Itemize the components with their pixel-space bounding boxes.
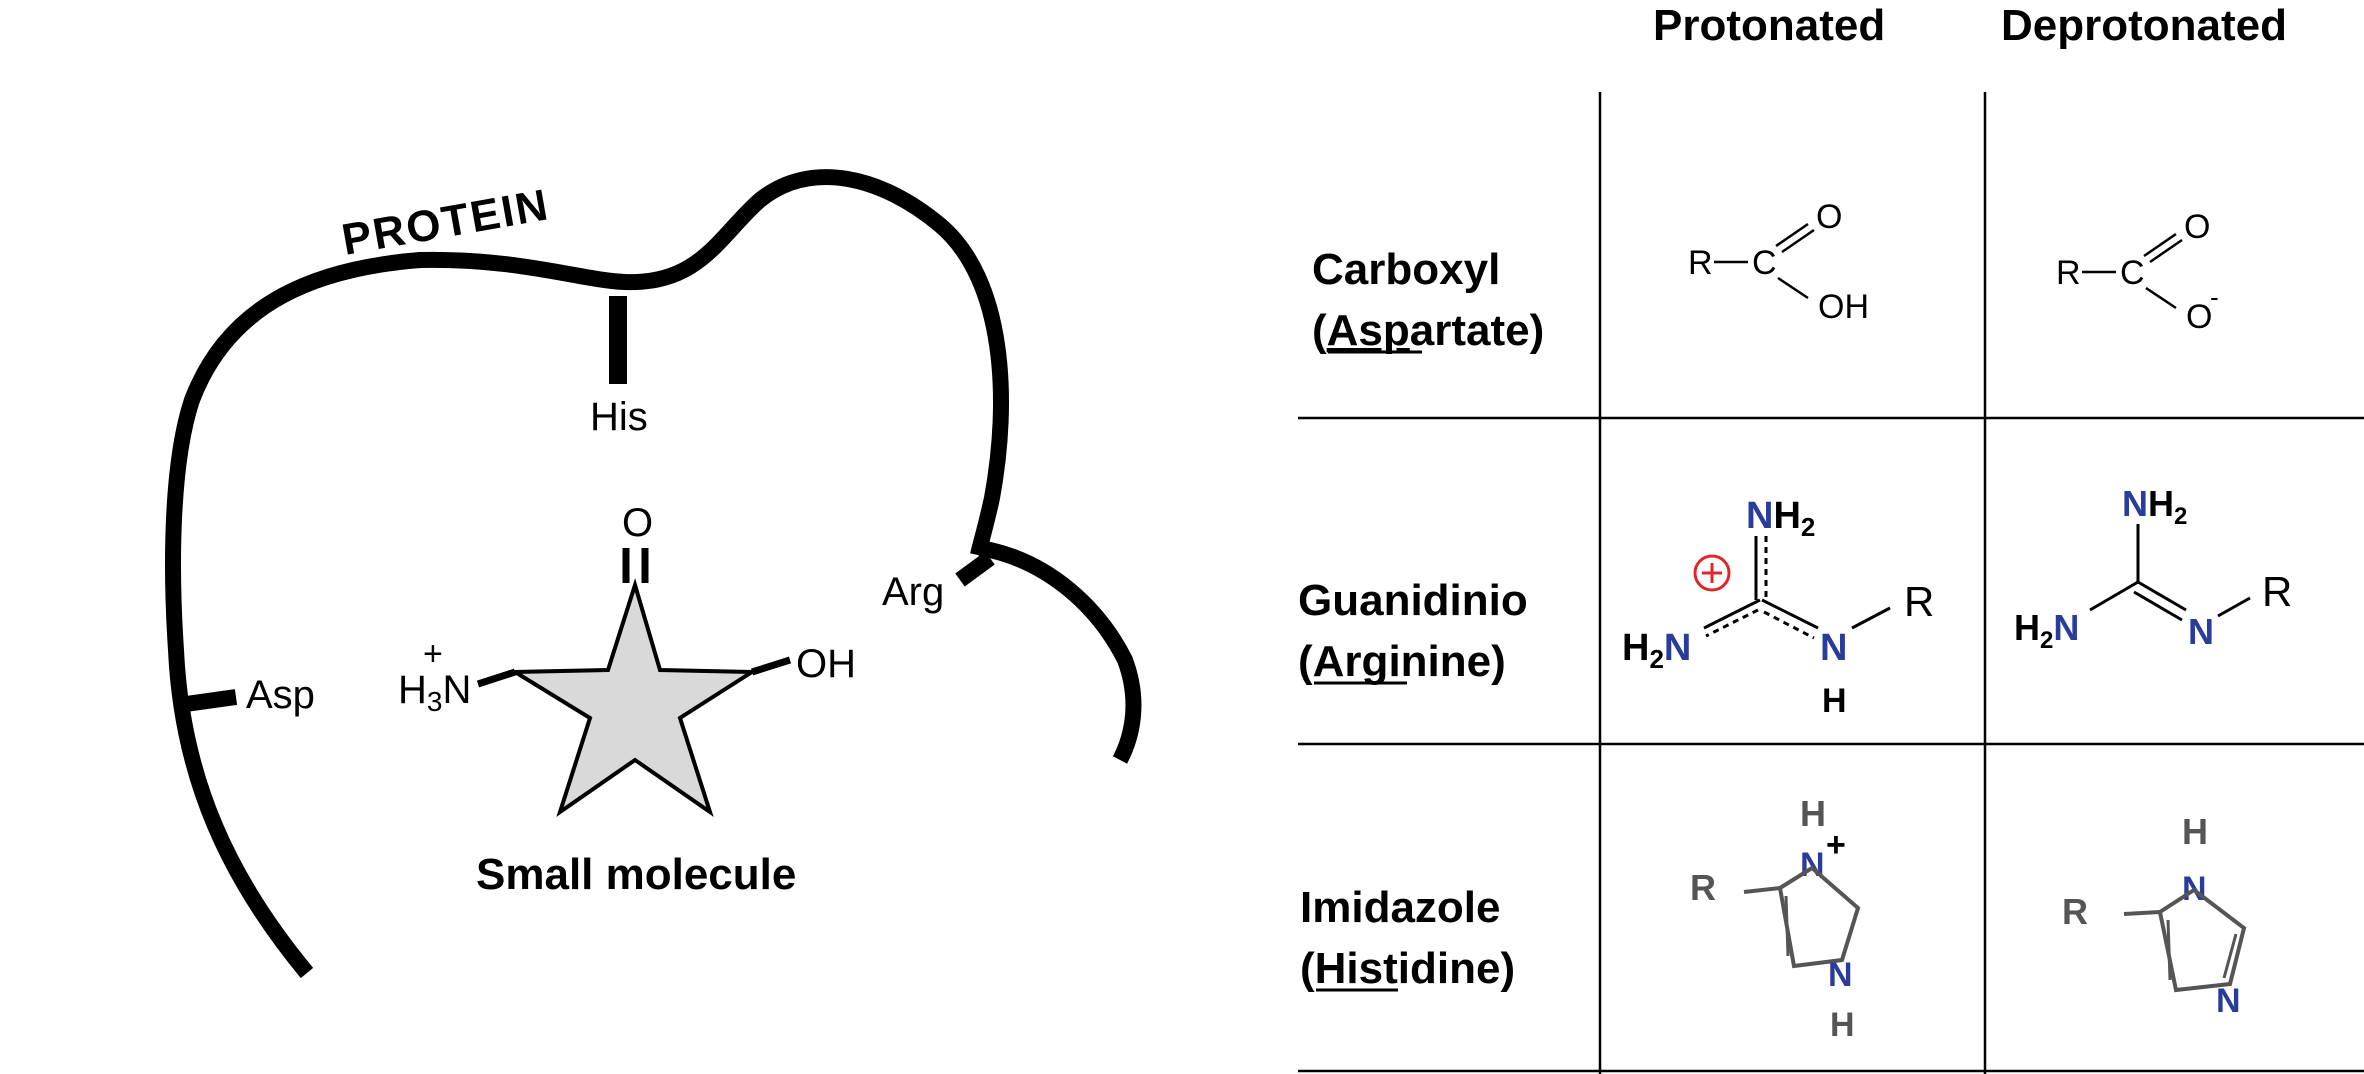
svg-text:R: R	[2056, 254, 2081, 292]
svg-text:C: C	[2120, 254, 2145, 292]
svg-text:O: O	[2186, 298, 2212, 336]
svg-text:H: H	[1822, 682, 1847, 720]
his-label: His	[590, 395, 648, 439]
row-label-carboxyl: Carboxyl (Aspartate)	[1312, 245, 1544, 355]
asp-label: Asp	[246, 673, 315, 717]
row-label-residue: (Histidine)	[1300, 944, 1515, 993]
svg-text:-: -	[2210, 282, 2219, 312]
oh-bond	[750, 656, 792, 676]
svg-text:H: H	[1800, 793, 1826, 834]
svg-text:+: +	[1826, 826, 1846, 864]
svg-text:H2N: H2N	[2014, 607, 2079, 654]
svg-text:C: C	[1752, 244, 1777, 282]
svg-text:N: N	[2216, 982, 2241, 1020]
svg-text:N: N	[1820, 627, 1847, 669]
svg-text:O: O	[2184, 208, 2210, 246]
amine-bond	[476, 668, 517, 688]
positive-charge-icon	[1693, 554, 1731, 592]
asp-side-chain	[184, 689, 238, 712]
imidazole-protonated: H + N N H R	[1690, 793, 1861, 1044]
carboxyl-deprotonated: R C O O -	[2056, 208, 2219, 336]
arg-side-chain	[955, 551, 995, 587]
svg-text:R: R	[1904, 578, 1934, 625]
imidazole-deprotonated: H N N R	[2062, 811, 2247, 1020]
svg-text:NH2: NH2	[2122, 483, 2187, 530]
carboxyl-protonated: R C O OH	[1688, 198, 1869, 326]
svg-text:H2N: H2N	[1622, 627, 1691, 674]
row-label-group: Guanidinio	[1298, 576, 1528, 625]
row-label-imidazole: Imidazole (Histidine)	[1300, 883, 1515, 993]
guanidinio-deprotonated: NH2 H2N N R	[2014, 483, 2292, 654]
protein-backbone-end	[978, 540, 1142, 764]
protein-backbone	[165, 169, 1009, 979]
amine-label: H3N	[398, 668, 471, 717]
svg-text:R: R	[1688, 244, 1713, 282]
guanidinio-protonated: NH2 H2N N H R	[1622, 495, 1934, 720]
svg-text:R: R	[2262, 568, 2292, 615]
svg-text:H: H	[2182, 811, 2208, 852]
carbonyl-o-label: O	[622, 501, 653, 545]
header-deprotonated: Deprotonated	[2001, 1, 2287, 50]
small-molecule-star	[508, 578, 759, 817]
amine-charge: +	[423, 635, 443, 673]
svg-text:N: N	[2188, 611, 2214, 652]
svg-text:R: R	[2062, 891, 2088, 932]
arg-label: Arg	[882, 570, 944, 614]
protonation-table: Protonated Deprotonated Carboxyl (Aspart…	[1298, 1, 2364, 1074]
header-protonated: Protonated	[1653, 1, 1885, 50]
svg-text:OH: OH	[1818, 288, 1869, 326]
protein-diagram: PROTEIN His Arg Asp O OH + H3N Small mol…	[165, 169, 1142, 979]
svg-text:NH2: NH2	[1746, 495, 1815, 542]
svg-text:R: R	[1690, 867, 1716, 908]
small-molecule: O OH + H3N Small molecule	[398, 501, 856, 899]
row-label-guanidinio: Guanidinio (Arginine)	[1298, 576, 1528, 686]
svg-text:H: H	[1830, 1006, 1855, 1044]
row-label-group: Imidazole	[1300, 883, 1501, 932]
row-label-residue: (Aspartate)	[1312, 306, 1544, 355]
small-molecule-caption: Small molecule	[476, 850, 796, 899]
svg-text:N: N	[1828, 956, 1853, 994]
row-label-residue: (Arginine)	[1298, 637, 1506, 686]
svg-text:O: O	[1816, 198, 1842, 236]
row-label-group: Carboxyl	[1312, 245, 1500, 294]
oh-label: OH	[796, 642, 856, 686]
